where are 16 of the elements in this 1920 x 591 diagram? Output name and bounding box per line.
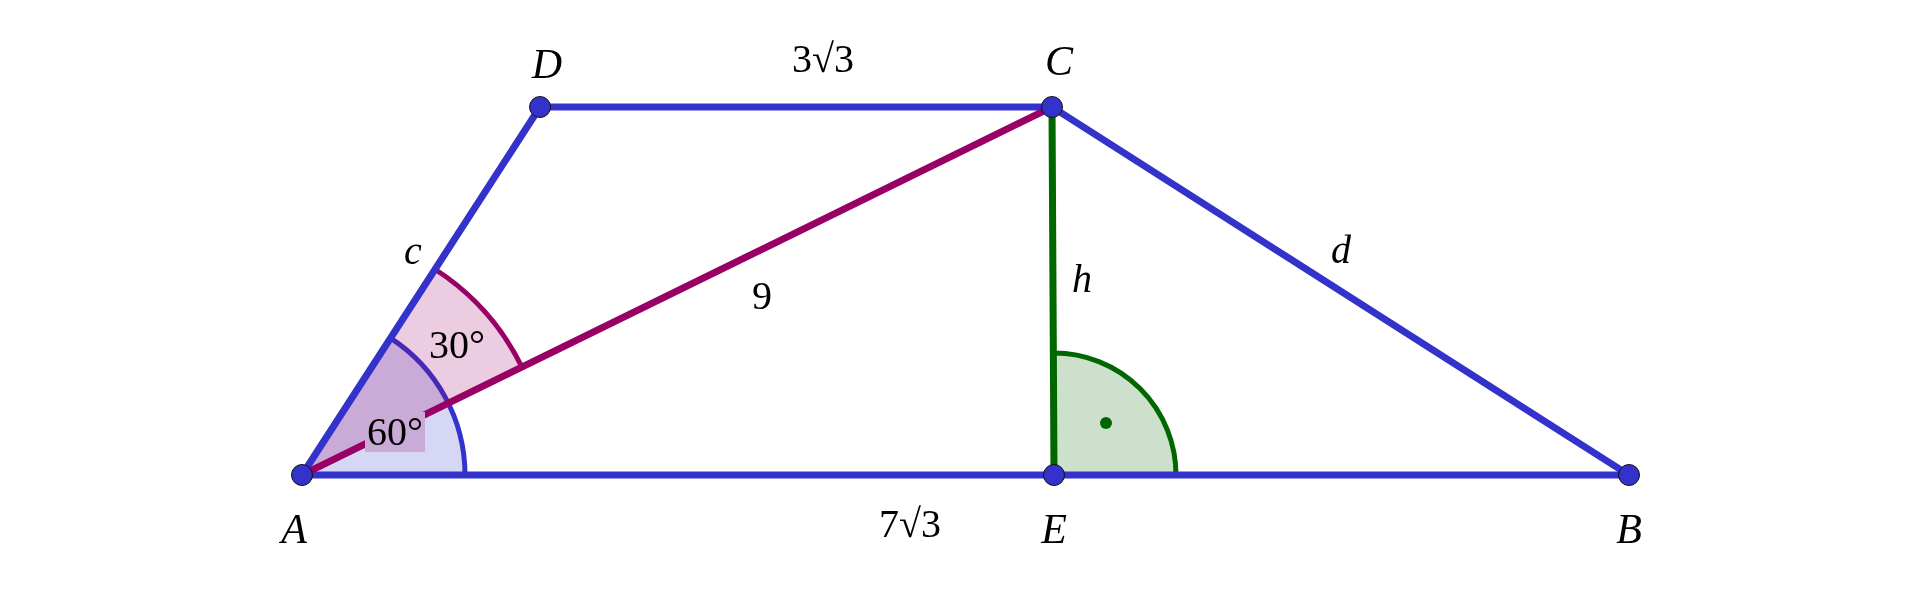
edge-label: h [1072,259,1092,299]
point-label: A [281,508,307,550]
point-label: D [531,43,563,85]
point-label: E [1041,508,1067,550]
angle-label: 60° [365,412,425,452]
point-label: B [1616,508,1642,550]
edge-label: c [404,231,422,271]
line-segment [308,108,1046,474]
edge-label: 7√3 [879,504,941,544]
line-segment [304,112,538,470]
point-label: C [1045,40,1073,82]
edge-label: d [1331,230,1351,270]
edge-label: 3√3 [792,39,854,79]
line-segment [1057,109,1624,473]
edge-label: 9 [752,276,772,316]
angle-label: 30° [428,325,486,365]
